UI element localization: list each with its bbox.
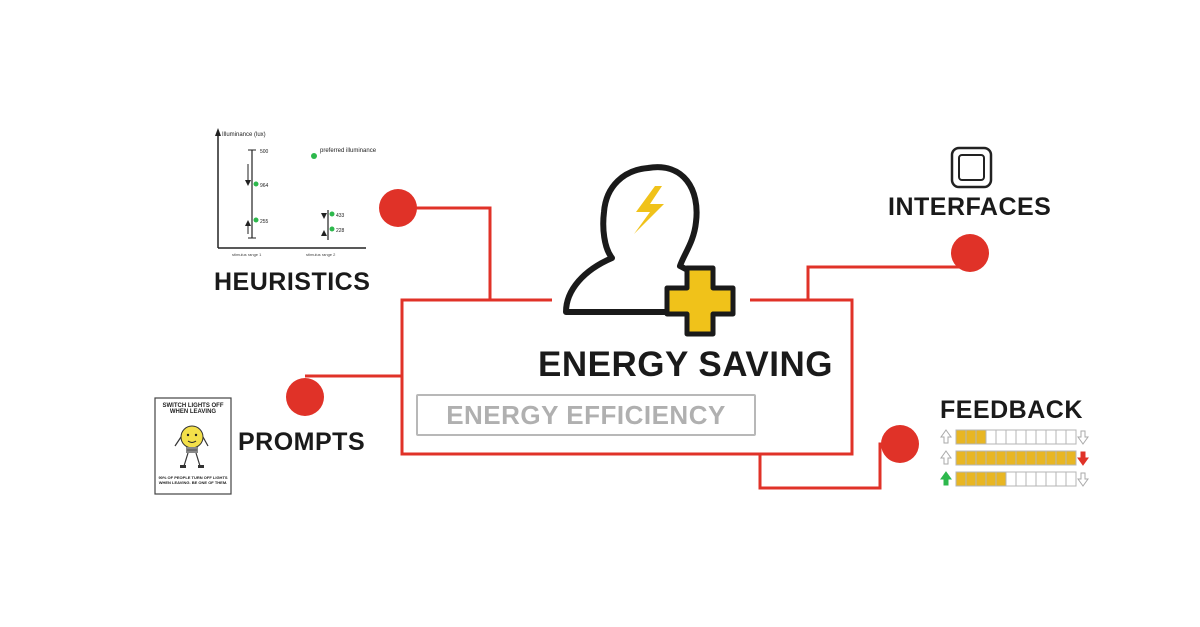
energy-efficiency-box: ENERGY EFFICIENCY xyxy=(416,394,756,436)
feedback-segment xyxy=(1015,471,1027,487)
interfaces-node xyxy=(951,234,989,272)
lightbulb-character-icon xyxy=(174,425,209,468)
feedback-segment xyxy=(975,450,987,466)
feedback-segment xyxy=(1045,429,1057,445)
feedback-segment xyxy=(1015,429,1027,445)
arrow-up-icon xyxy=(940,471,952,486)
feedback-segment xyxy=(985,450,997,466)
feedback-segment xyxy=(1035,450,1047,466)
interfaces-title: INTERFACES xyxy=(888,193,1052,221)
feedback-segment xyxy=(1045,450,1057,466)
arrow-down-icon xyxy=(1077,451,1089,466)
feedback-segment xyxy=(1055,471,1067,487)
prompts-title: PROMPTS xyxy=(238,428,366,456)
feedback-segment xyxy=(955,429,967,445)
chart-value-3: 255 xyxy=(260,219,269,225)
feedback-segment xyxy=(1015,450,1027,466)
feedback-segment xyxy=(965,471,977,487)
feedback-segment xyxy=(1035,429,1047,445)
energy-saving-title: ENERGY SAVING xyxy=(538,345,833,384)
feedback-row xyxy=(940,429,1089,445)
chart-value-1: 500 xyxy=(260,149,269,155)
feedback-segment xyxy=(1005,471,1017,487)
chart-value-4: 433 xyxy=(336,213,345,219)
prompts-node xyxy=(286,378,324,416)
chart-ylabel: Illuminance (lux) xyxy=(222,132,266,138)
connector-lines xyxy=(305,206,970,490)
feedback-segment xyxy=(965,429,977,445)
feedback-segment xyxy=(1045,471,1057,487)
feedback-node xyxy=(881,425,919,463)
feedback-segment xyxy=(1025,471,1037,487)
arrow-down-icon xyxy=(1077,472,1089,487)
feedback-segment xyxy=(1025,429,1037,445)
feedback-segment xyxy=(1005,429,1017,445)
feedback-segment xyxy=(1055,429,1067,445)
poster-footnote: 90% OF PEOPLE TURN OFF LIGHTS WHEN LEAVI… xyxy=(158,475,228,485)
feedback-segment xyxy=(1065,429,1077,445)
feedback-segment xyxy=(1035,471,1047,487)
plus-badge xyxy=(664,265,736,337)
feedback-segment xyxy=(1065,450,1077,466)
feedback-connector xyxy=(758,442,900,490)
feedback-segment xyxy=(1065,471,1077,487)
feedback-bars xyxy=(940,429,1089,487)
arrow-up-icon xyxy=(940,429,952,444)
chart-xlabel-2: stimulus range 2 xyxy=(306,252,336,257)
feedback-segment xyxy=(955,471,967,487)
heuristics-chart: Illuminance (lux) preferred illuminance … xyxy=(215,128,377,257)
heuristics-node xyxy=(379,189,417,227)
prompt-poster xyxy=(154,397,232,495)
feedback-row xyxy=(940,450,1089,466)
central-box-frame xyxy=(400,298,854,456)
feedback-segment xyxy=(975,471,987,487)
feedback-title: FEEDBACK xyxy=(940,396,1083,424)
feedback-segment xyxy=(1025,450,1037,466)
user-plus-icon xyxy=(563,164,736,337)
feedback-segment xyxy=(1055,450,1067,466)
arrow-up-icon xyxy=(940,450,952,465)
feedback-segment xyxy=(995,429,1007,445)
feedback-row xyxy=(940,471,1089,487)
lightning-bolt-icon xyxy=(634,186,664,234)
feedback-segment xyxy=(985,471,997,487)
energy-efficiency-label: ENERGY EFFICIENCY xyxy=(446,399,726,430)
heuristics-title: HEURISTICS xyxy=(214,268,371,296)
feedback-segment xyxy=(975,429,987,445)
interface-button-icon xyxy=(950,146,993,189)
heuristics-connector xyxy=(398,206,492,300)
arrow-down-icon xyxy=(1077,430,1089,445)
chart-xlabel-1: stimulus range 1 xyxy=(232,252,262,257)
chart-legend: preferred illuminance xyxy=(320,148,377,154)
interfaces-connector xyxy=(806,265,970,300)
chart-value-5: 228 xyxy=(336,228,345,234)
feedback-segment xyxy=(995,450,1007,466)
poster-headline: SWITCH LIGHTS OFF WHEN LEAVING xyxy=(162,403,224,415)
chart-value-2: 964 xyxy=(260,183,269,189)
feedback-segment xyxy=(965,450,977,466)
feedback-segment xyxy=(1005,450,1017,466)
feedback-segment xyxy=(955,450,967,466)
feedback-segment xyxy=(985,429,997,445)
feedback-segment xyxy=(995,471,1007,487)
